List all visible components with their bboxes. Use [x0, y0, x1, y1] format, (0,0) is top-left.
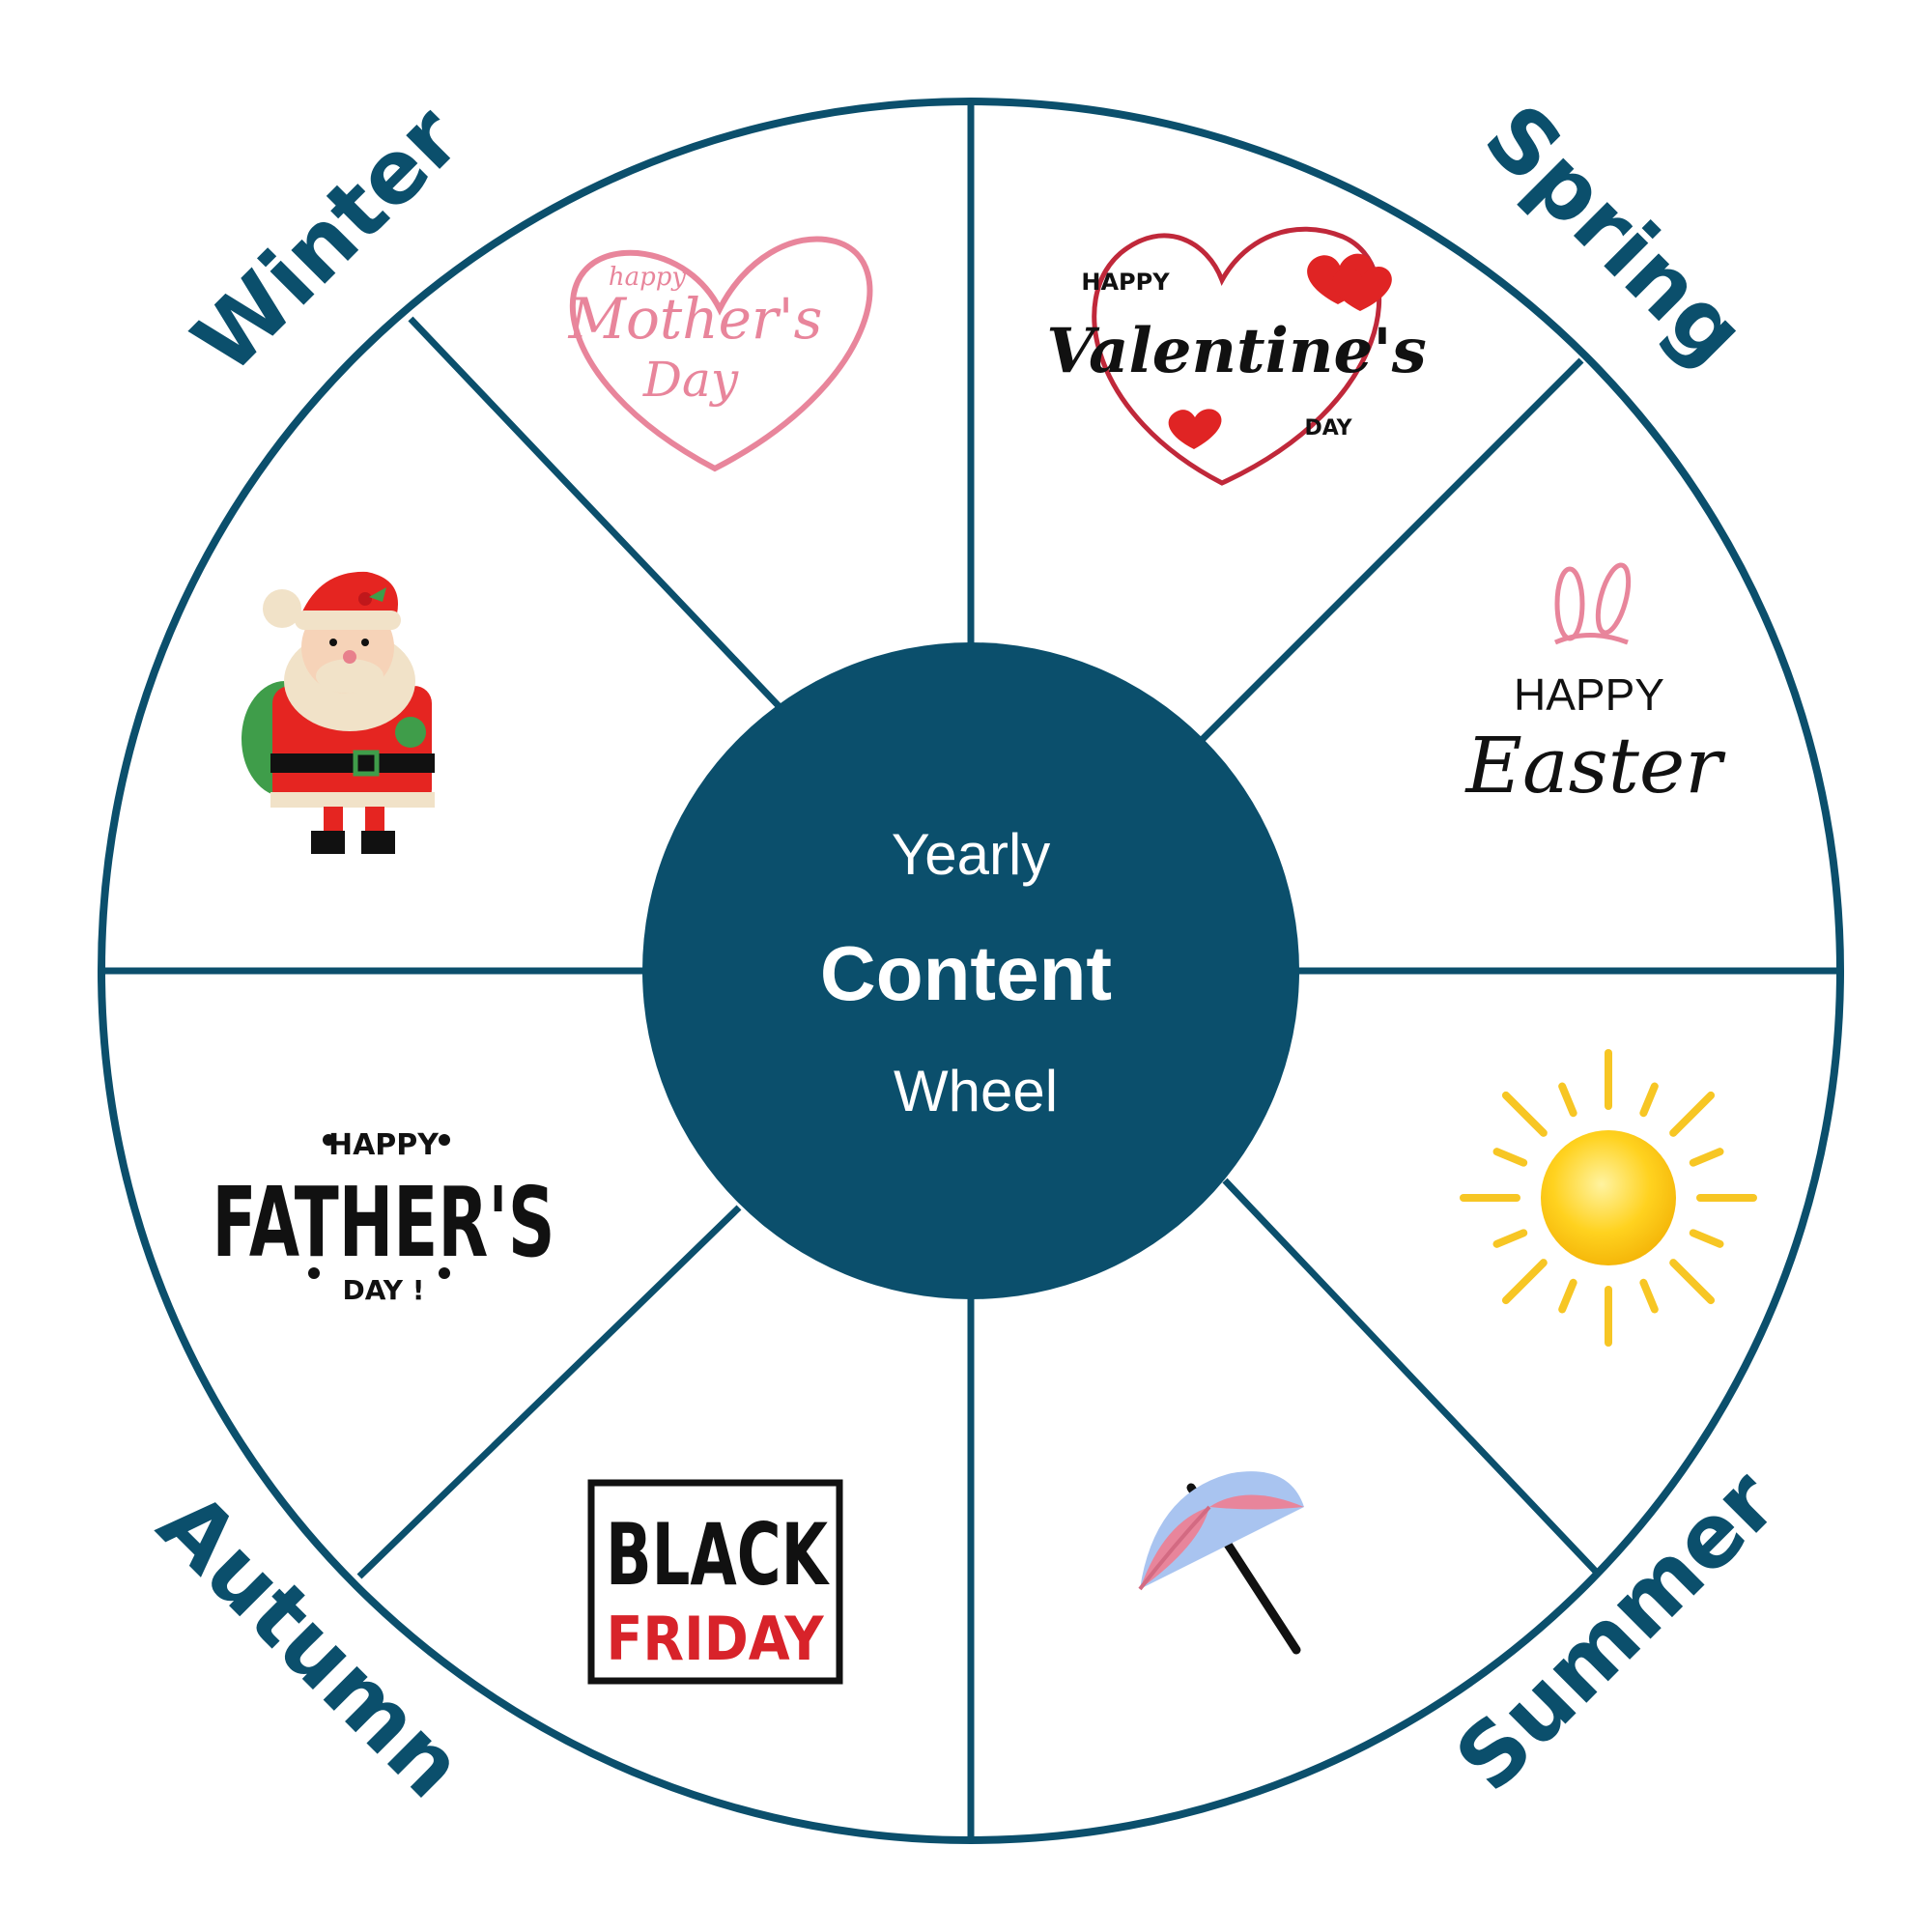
black-friday-line1: BLACK [606, 1505, 830, 1605]
sun-ray [1492, 1148, 1528, 1167]
sun-ray [1639, 1278, 1659, 1314]
easter-main: Easter [1464, 721, 1727, 810]
valentines-main: Valentine's [1046, 315, 1427, 387]
sun-ray [1558, 1082, 1577, 1118]
beach-umbrella-icon [1138, 1471, 1304, 1655]
mothers-day-sub: Day [642, 352, 739, 408]
mothers-day-heart-icon [569, 236, 873, 472]
segment-summer-sun [1460, 1049, 1757, 1347]
valentines-heart-outline-icon [1092, 226, 1382, 486]
sun-icon [1460, 1049, 1757, 1347]
black-friday-line2: FRIDAY [607, 1604, 825, 1674]
sun-ray [1639, 1082, 1659, 1118]
divider-bottom-right [1222, 1178, 1602, 1577]
fathers-day-small: HAPPY [328, 1128, 440, 1162]
fathers-day-main: FATHER'S [213, 1166, 555, 1279]
sun-ray [1492, 1229, 1528, 1248]
sun-ray [1669, 1091, 1716, 1137]
mothers-day-main: Mother's [568, 286, 823, 352]
segment-easter: HAPPY Easter [1464, 562, 1727, 810]
segment-black-friday: BLACK FRIDAY [587, 1479, 843, 1685]
hub-title-line2: Content [820, 930, 1112, 1016]
valentines-small-heart-icon-3 [1168, 409, 1222, 449]
divider-bottom-left [356, 1205, 742, 1579]
valentines-small: HAPPY [1081, 269, 1170, 296]
sun-ray [1689, 1229, 1724, 1248]
black-friday-stamp-frame [587, 1479, 843, 1685]
mothers-day-small: happy [609, 263, 687, 292]
sun-ray [1501, 1091, 1548, 1137]
wheel-dividers [101, 101, 1840, 1840]
segment-summer-umbrella [1138, 1471, 1304, 1655]
sun-ray [1669, 1259, 1716, 1305]
santa-claus-icon [242, 571, 435, 854]
segment-valentines-day: HAPPY Valentine's DAY [1046, 226, 1427, 486]
sun-ray [1501, 1259, 1548, 1305]
divider-top-right [1195, 357, 1584, 747]
segment-christmas [242, 571, 435, 854]
valentines-sub: DAY [1304, 416, 1352, 440]
fathers-day-sub: DAY ! [342, 1274, 424, 1306]
hub-title-line3: Wheel [894, 1059, 1058, 1123]
hub-title-line1: Yearly [892, 822, 1051, 887]
easter-small: HAPPY [1514, 669, 1664, 720]
segment-fathers-day: HAPPY FATHER'S DAY ! [213, 1128, 555, 1306]
divider-top-left [408, 316, 785, 713]
segment-mothers-day: happy Mother's Day [568, 236, 873, 472]
sun-ray [1558, 1278, 1577, 1314]
valentines-small-heart-icon-2 [1332, 267, 1392, 311]
bunny-ears-icon [1554, 562, 1632, 645]
hub-circle [642, 642, 1299, 1299]
sun-ray [1689, 1148, 1724, 1167]
